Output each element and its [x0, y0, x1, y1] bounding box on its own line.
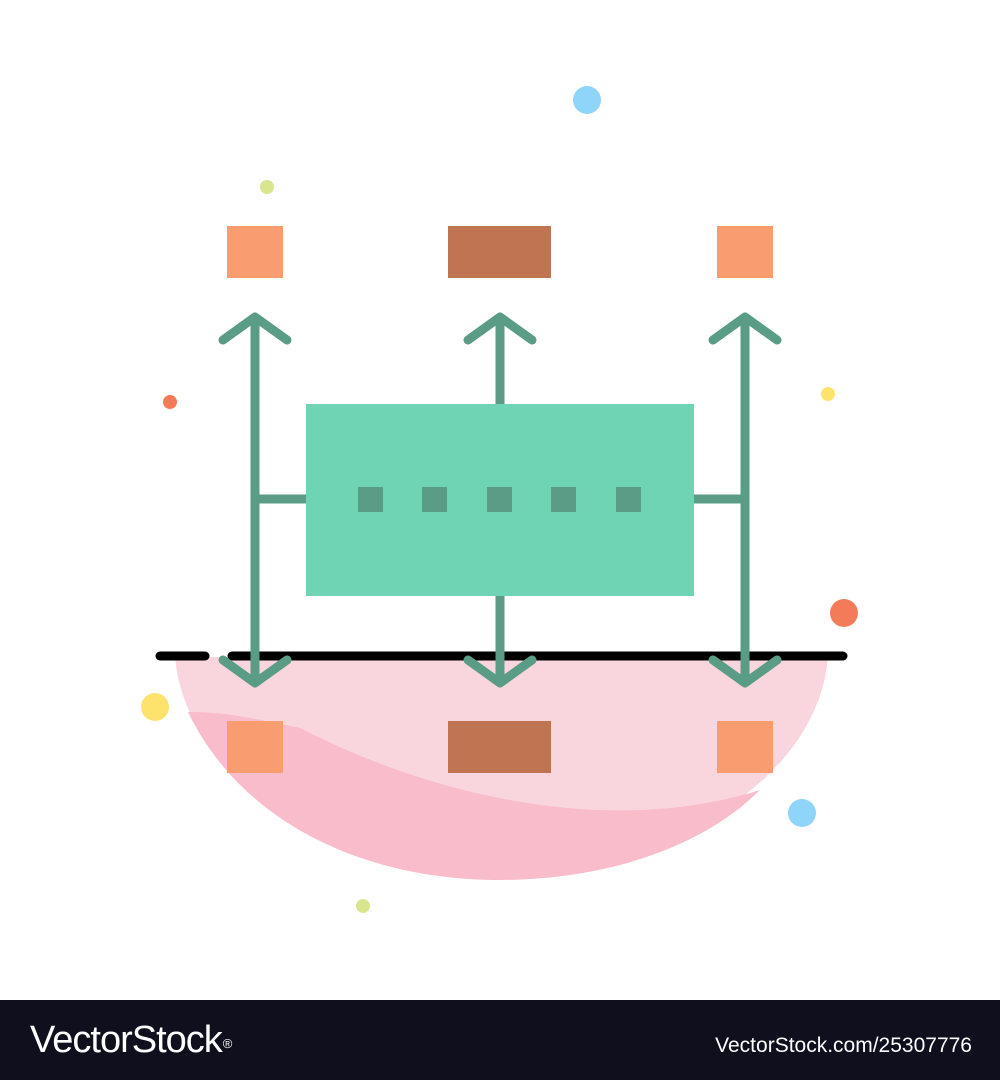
orange-dot [830, 599, 858, 627]
vectorstock-logo: VectorStock® [30, 1018, 233, 1062]
panel-dot [487, 487, 512, 512]
panel-dot [616, 487, 641, 512]
yellow-dot [141, 693, 169, 721]
workflow-distribution-illustration [141, 86, 858, 913]
right-down-arrow-icon [708, 655, 782, 688]
center-up-arrow-icon [463, 312, 537, 345]
image-id: VectorStock.com/25307776 [715, 1034, 972, 1057]
registered-mark: ® [222, 1036, 233, 1051]
bottom-center-block [448, 721, 551, 773]
blue-dot [788, 799, 816, 827]
arrows [218, 312, 782, 688]
bottom-right-block [717, 721, 773, 773]
panel-dot [422, 487, 447, 512]
top-center-block [448, 226, 551, 278]
left-up-arrow-icon [218, 312, 292, 345]
bottom-left-block [227, 721, 283, 773]
yellow-dot [821, 387, 835, 401]
watermark-footer: VectorStock® VectorStock.com/25307776 [0, 1000, 1000, 1080]
panel-dots [358, 487, 641, 512]
top-left-block [227, 226, 283, 278]
orange-dot [163, 395, 177, 409]
panel-dot [551, 487, 576, 512]
bowl-shade [188, 712, 760, 880]
right-up-arrow-icon [708, 312, 782, 345]
green-dot [356, 899, 370, 913]
left-down-arrow-icon [218, 655, 292, 688]
center-down-arrow-icon [463, 655, 537, 688]
panel-dot [358, 487, 383, 512]
top-right-block [717, 226, 773, 278]
logo-text: VectorStock [30, 1019, 223, 1061]
blue-dot [573, 86, 601, 114]
confetti-dots [141, 86, 858, 913]
green-dot [260, 180, 274, 194]
